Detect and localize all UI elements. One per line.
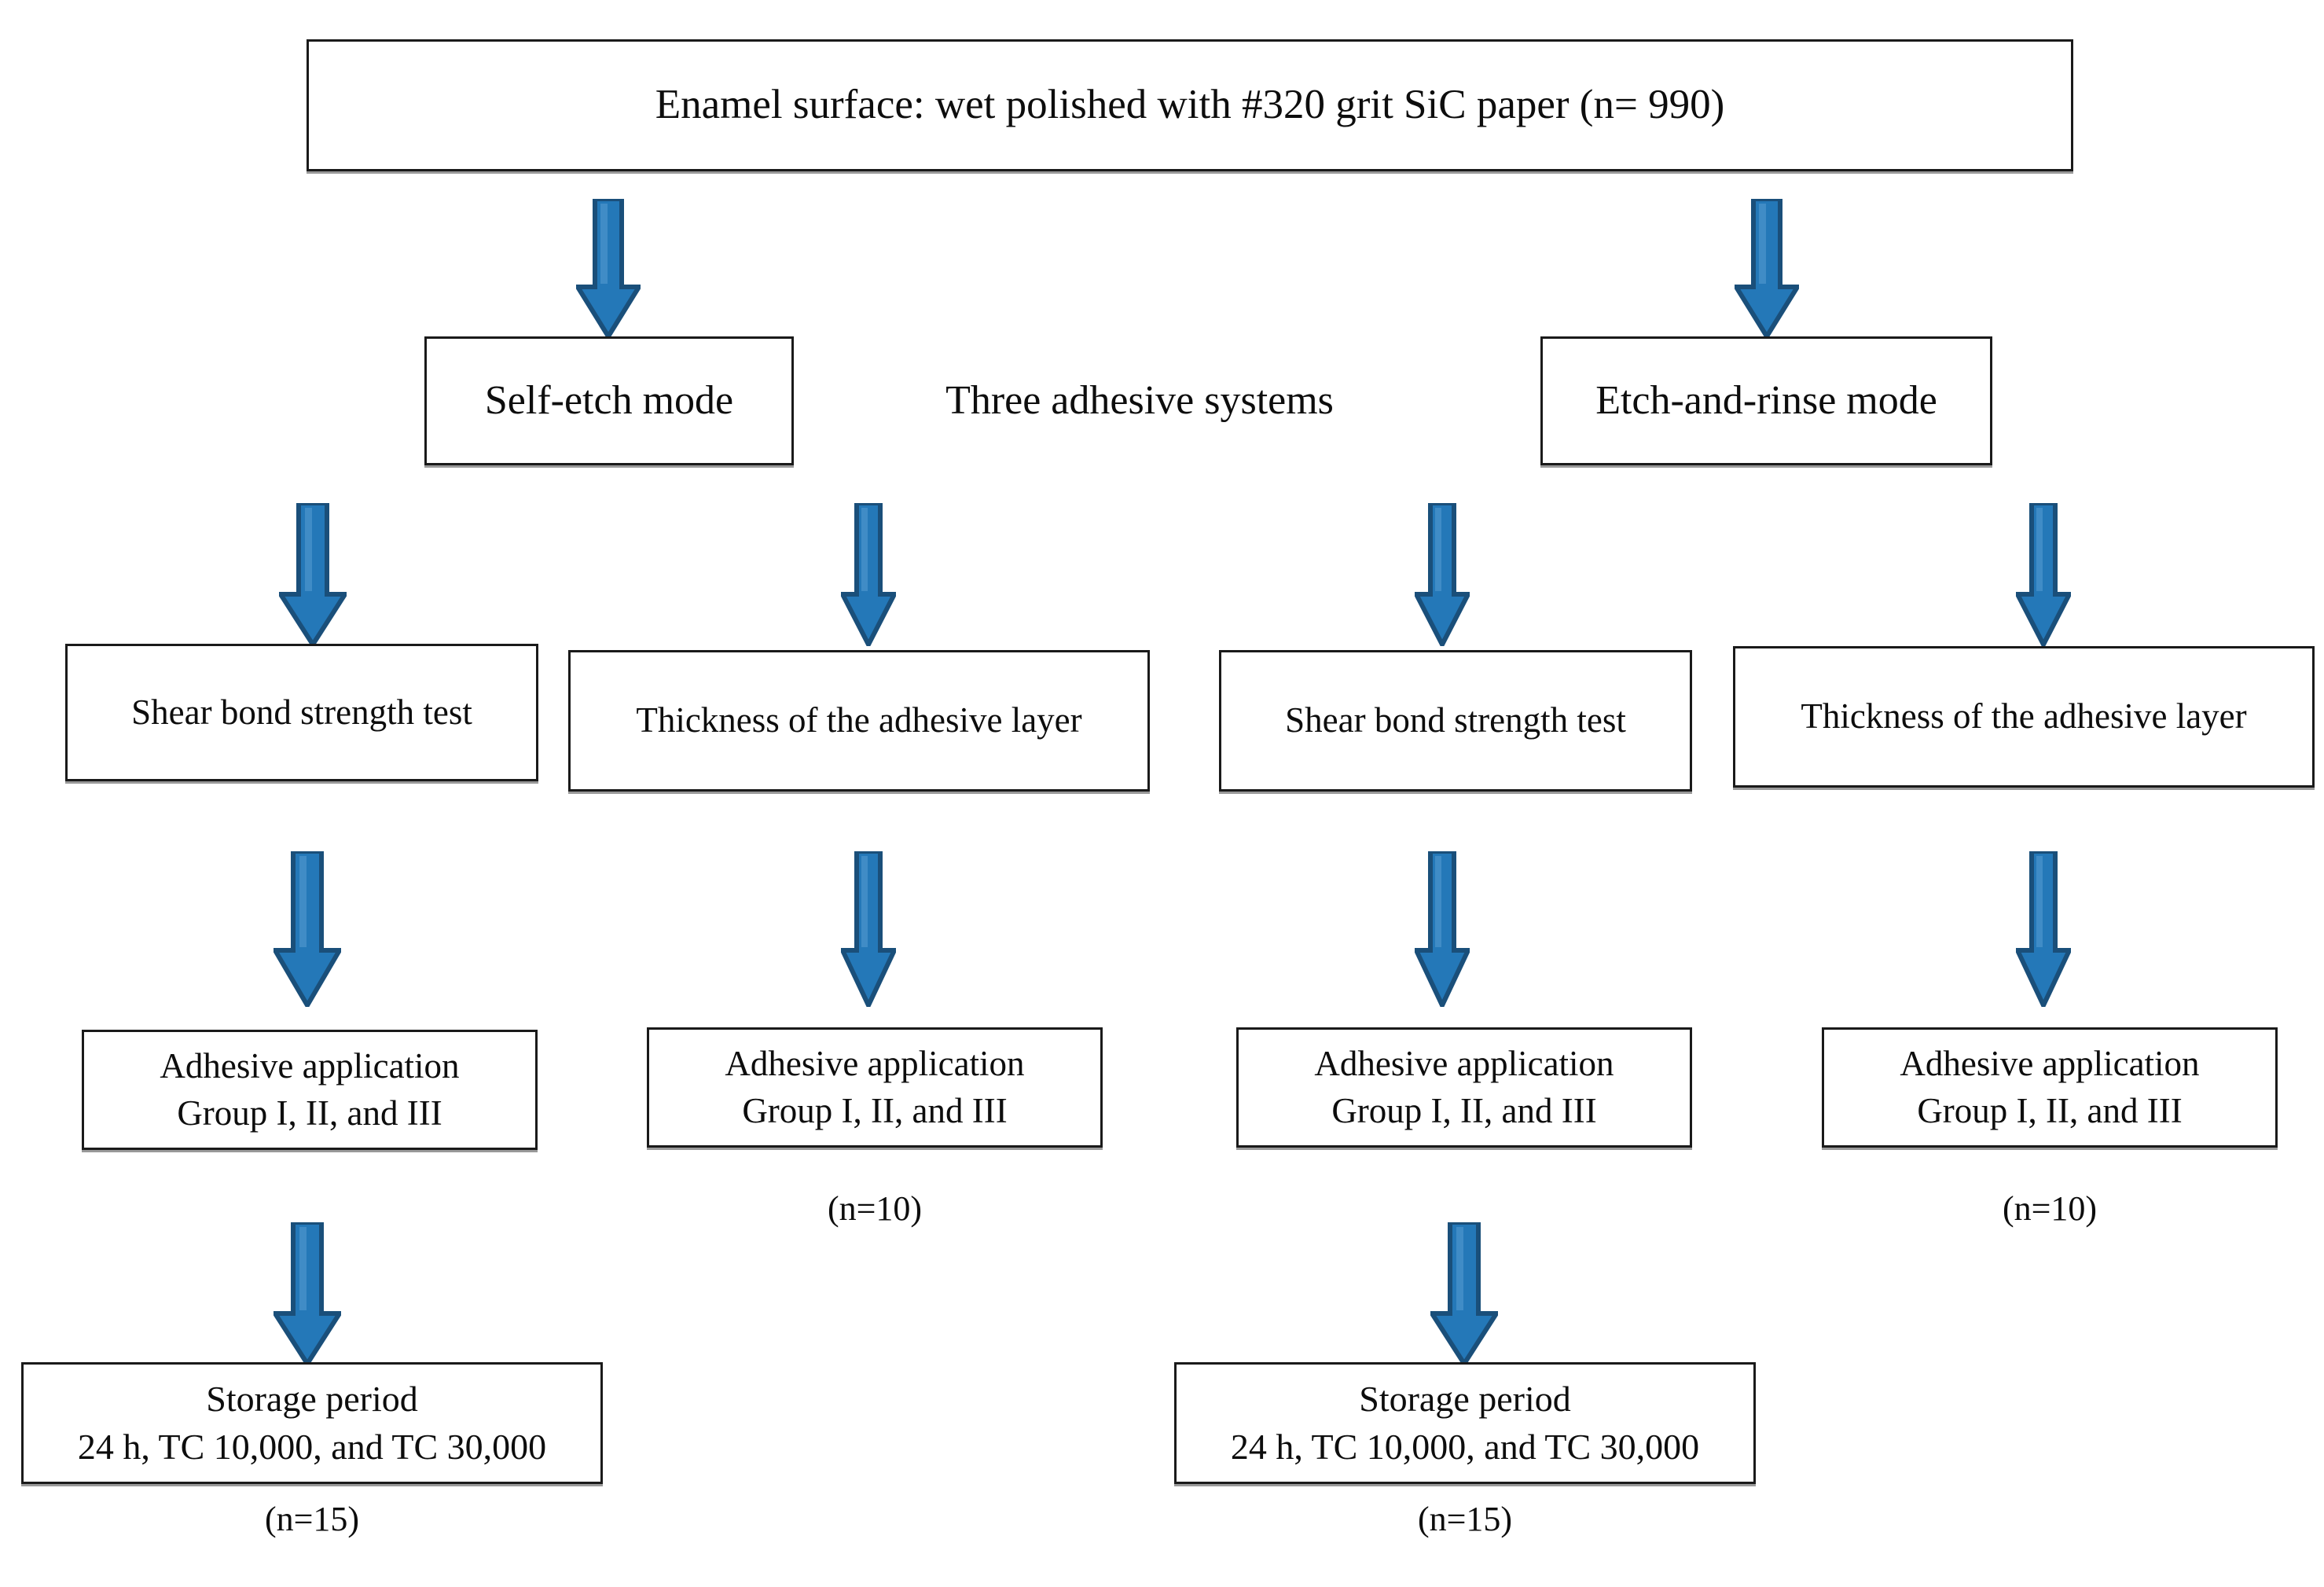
node-adhesive-application-col3-line2: Group I, II, and III [1331, 1090, 1597, 1130]
node-storage-period-col1-line2: 24 h, TC 10,000, and TC 30,000 [77, 1426, 547, 1467]
arrow-adhesive3-to-storage3 [1430, 1222, 1498, 1365]
arrow-thickness2-to-adhesive4 [2016, 851, 2071, 1007]
arrow-sbs1-to-adhesive1 [274, 851, 341, 1007]
node-adhesive-application-col2: Adhesive application Group I, II, and II… [647, 1027, 1103, 1148]
arrow-etch-rinse-to-sbs [1415, 503, 1470, 646]
arrow-self-etch-to-thickness [841, 503, 896, 646]
node-storage-period-col3-line2: 24 h, TC 10,000, and TC 30,000 [1230, 1426, 1700, 1467]
arrow-self-etch-to-sbs [279, 503, 347, 646]
label-three-adhesive-systems: Three adhesive systems [945, 378, 1334, 423]
node-thickness-adhesive-layer-left: Thickness of the adhesive layer [568, 650, 1150, 792]
node-self-etch-mode: Self-etch mode [424, 336, 794, 465]
caption-storage-col3-n: (n=15) [1417, 1500, 1513, 1538]
node-enamel-surface-text: Enamel surface: wet polished with #320 g… [655, 82, 1725, 128]
node-thickness-adhesive-layer-left-text: Thickness of the adhesive layer [636, 700, 1082, 740]
node-shear-bond-strength-test-right: Shear bond strength test [1219, 650, 1692, 792]
node-adhesive-application-col2-line1: Adhesive application [725, 1044, 1025, 1084]
arrow-etch-rinse-to-thickness [2016, 503, 2071, 646]
node-shear-bond-strength-test-left: Shear bond strength test [65, 644, 538, 781]
arrow-sbs2-to-adhesive3 [1415, 851, 1470, 1007]
caption-adhesive-col4-n: (n=10) [2002, 1189, 2098, 1228]
arrow-adhesive1-to-storage1 [274, 1222, 341, 1365]
node-etch-and-rinse-mode: Etch-and-rinse mode [1540, 336, 1992, 465]
arrow-root-to-etch-and-rinse [1735, 199, 1799, 338]
arrow-root-to-self-etch [576, 199, 641, 338]
node-storage-period-col3: Storage period 24 h, TC 10,000, and TC 3… [1174, 1362, 1756, 1484]
node-adhesive-application-col1: Adhesive application Group I, II, and II… [82, 1030, 538, 1150]
node-shear-bond-strength-test-left-text: Shear bond strength test [131, 692, 472, 732]
node-self-etch-mode-text: Self-etch mode [484, 377, 734, 423]
node-adhesive-application-col1-line1: Adhesive application [160, 1046, 460, 1086]
caption-storage-col1-n: (n=15) [264, 1500, 360, 1538]
node-storage-period-col3-line1: Storage period [1359, 1378, 1571, 1419]
arrow-thickness1-to-adhesive2 [841, 851, 896, 1007]
node-adhesive-application-col3: Adhesive application Group I, II, and II… [1236, 1027, 1692, 1148]
node-adhesive-application-col1-line2: Group I, II, and III [177, 1093, 442, 1133]
node-thickness-adhesive-layer-right: Thickness of the adhesive layer [1733, 646, 2315, 788]
node-enamel-surface: Enamel surface: wet polished with #320 g… [307, 39, 2073, 171]
node-adhesive-application-col4-line1: Adhesive application [1900, 1044, 2200, 1084]
caption-adhesive-col2-n: (n=10) [827, 1189, 923, 1228]
node-adhesive-application-col2-line2: Group I, II, and III [742, 1090, 1008, 1130]
node-etch-and-rinse-mode-text: Etch-and-rinse mode [1595, 377, 1937, 423]
node-adhesive-application-col4-line2: Group I, II, and III [1917, 1090, 2183, 1130]
node-thickness-adhesive-layer-right-text: Thickness of the adhesive layer [1801, 696, 2247, 737]
node-adhesive-application-col3-line1: Adhesive application [1314, 1044, 1614, 1084]
node-storage-period-col1: Storage period 24 h, TC 10,000, and TC 3… [21, 1362, 603, 1484]
node-storage-period-col1-line1: Storage period [206, 1378, 418, 1419]
node-adhesive-application-col4: Adhesive application Group I, II, and II… [1822, 1027, 2278, 1148]
node-shear-bond-strength-test-right-text: Shear bond strength test [1285, 700, 1626, 740]
